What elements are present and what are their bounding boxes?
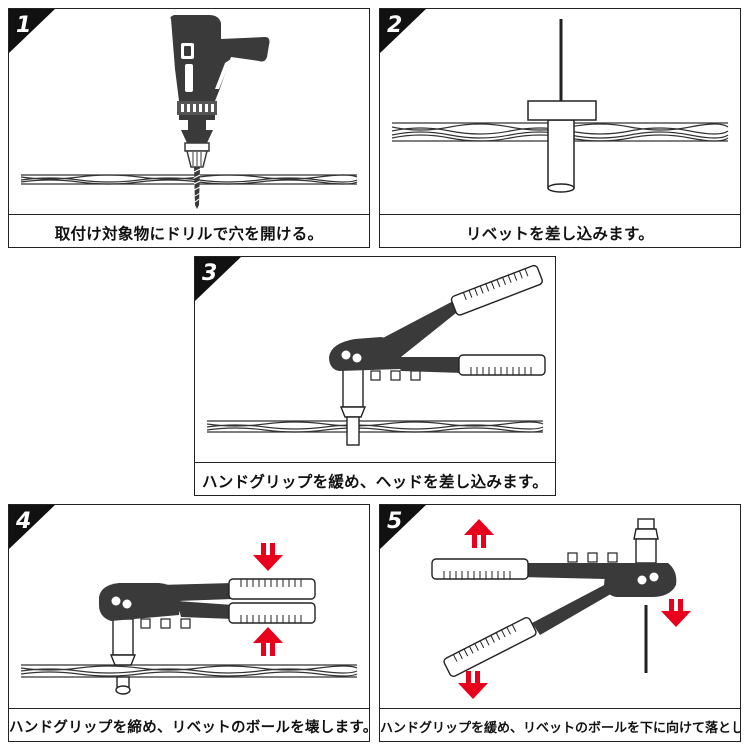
step-number: 1 — [16, 13, 32, 38]
caption-divider — [9, 214, 369, 215]
step-panel-2: リベットを差し込みます。 2 — [379, 8, 741, 248]
step-number: 5 — [387, 509, 403, 534]
step-panel-1: 取付け対象物にドリルで穴を開ける。 1 — [8, 8, 370, 248]
material-sheet — [20, 664, 358, 678]
step-number-badge — [380, 9, 426, 54]
rivet-tool-icon — [329, 264, 546, 446]
step-caption: リベットを差し込みます。 — [465, 225, 655, 243]
caption-divider — [380, 214, 740, 215]
arrow-up-icon — [464, 519, 494, 548]
tool-squeeze-illustration — [20, 543, 358, 695]
step-panel-4: ハンドグリップを締め、リベットのボールを壊します。 4 — [8, 504, 370, 742]
drill-icon — [170, 15, 270, 209]
material-sheet — [206, 420, 544, 433]
step-number-badge — [195, 257, 241, 302]
caption-divider — [9, 708, 369, 709]
step-panel-5: ハンドグリップを緩め、リベットのボールを下に向けて落とします。 5 — [379, 504, 741, 742]
caption-divider — [195, 462, 555, 463]
step-number: 3 — [202, 261, 218, 286]
step-number-badge — [380, 505, 426, 550]
arrow-up-icon — [253, 627, 283, 656]
step-number-badge — [9, 505, 55, 550]
rivet-insert-illustration — [391, 19, 729, 193]
rivet-icon — [527, 19, 597, 193]
step-number-badge — [9, 9, 55, 54]
rivet-tool-icon — [99, 578, 316, 695]
caption-divider — [380, 708, 740, 709]
step-caption: ハンドグリップを締め、リベットのボールを壊します。 — [9, 720, 370, 736]
step-panel-3: ハンドグリップを緩め、ヘッドを差し込みます。 3 — [194, 256, 556, 496]
step-caption: ハンドグリップを緩め、リベットのボールを下に向けて落とします。 — [380, 721, 740, 736]
step-number: 2 — [387, 13, 403, 38]
arrow-down-icon — [661, 599, 691, 627]
material-sheet — [20, 174, 358, 185]
tool-open-illustration — [206, 264, 546, 446]
arrow-down-icon — [458, 671, 488, 699]
arrow-down-icon — [253, 543, 283, 571]
step-caption: ハンドグリップを緩め、ヘッドを差し込みます。 — [201, 473, 549, 491]
step-number: 4 — [16, 509, 32, 534]
rivet-tool-icon — [431, 518, 677, 678]
drill-illustration — [20, 15, 358, 209]
step-caption: 取付け対象物にドリルで穴を開ける。 — [54, 225, 324, 243]
ball-drop-illustration — [431, 518, 691, 699]
